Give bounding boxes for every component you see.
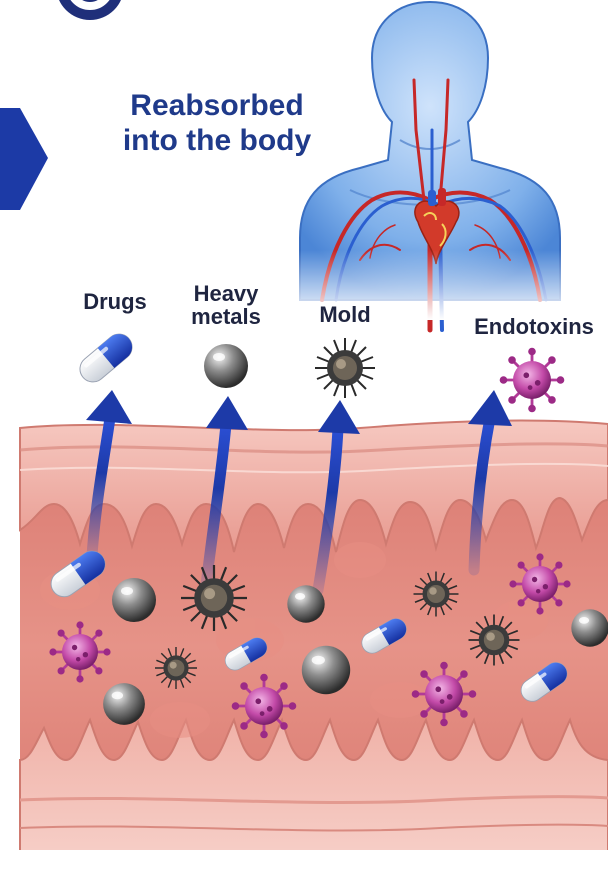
mold-spore-icon [315, 338, 375, 398]
metal-ball-icon [287, 585, 324, 622]
headline-line-1: Reabsorbed [112, 88, 322, 123]
virus-icon [232, 674, 297, 739]
metal-ball-icon [103, 683, 145, 725]
label-endotoxins: Endotoxins [462, 315, 606, 338]
virus-icon [500, 348, 565, 413]
metal-ball-icon [302, 646, 350, 694]
label-heavy-metals: Heavy metals [176, 282, 276, 328]
virus-icon [509, 553, 570, 614]
headline: Reabsorbed into the body [112, 88, 322, 159]
mold-spore-icon [414, 572, 459, 617]
capsule-icon [75, 329, 138, 387]
mold-spore-icon [469, 615, 520, 666]
headline-line-2: into the body [112, 123, 322, 158]
nav-arrow-icon [0, 108, 48, 210]
label-mold: Mold [300, 303, 390, 326]
label-heavy-line2: metals [176, 305, 276, 328]
virus-icon [49, 621, 110, 682]
metal-ball-icon [204, 344, 248, 388]
metal-ball-icon [112, 578, 156, 622]
metal-ball-icon [571, 609, 608, 646]
label-heavy-line1: Heavy [176, 282, 276, 305]
step-badge-icon [56, 0, 124, 20]
mold-spore-icon [181, 565, 247, 631]
virus-icon [412, 662, 477, 727]
label-drugs: Drugs [70, 290, 160, 313]
